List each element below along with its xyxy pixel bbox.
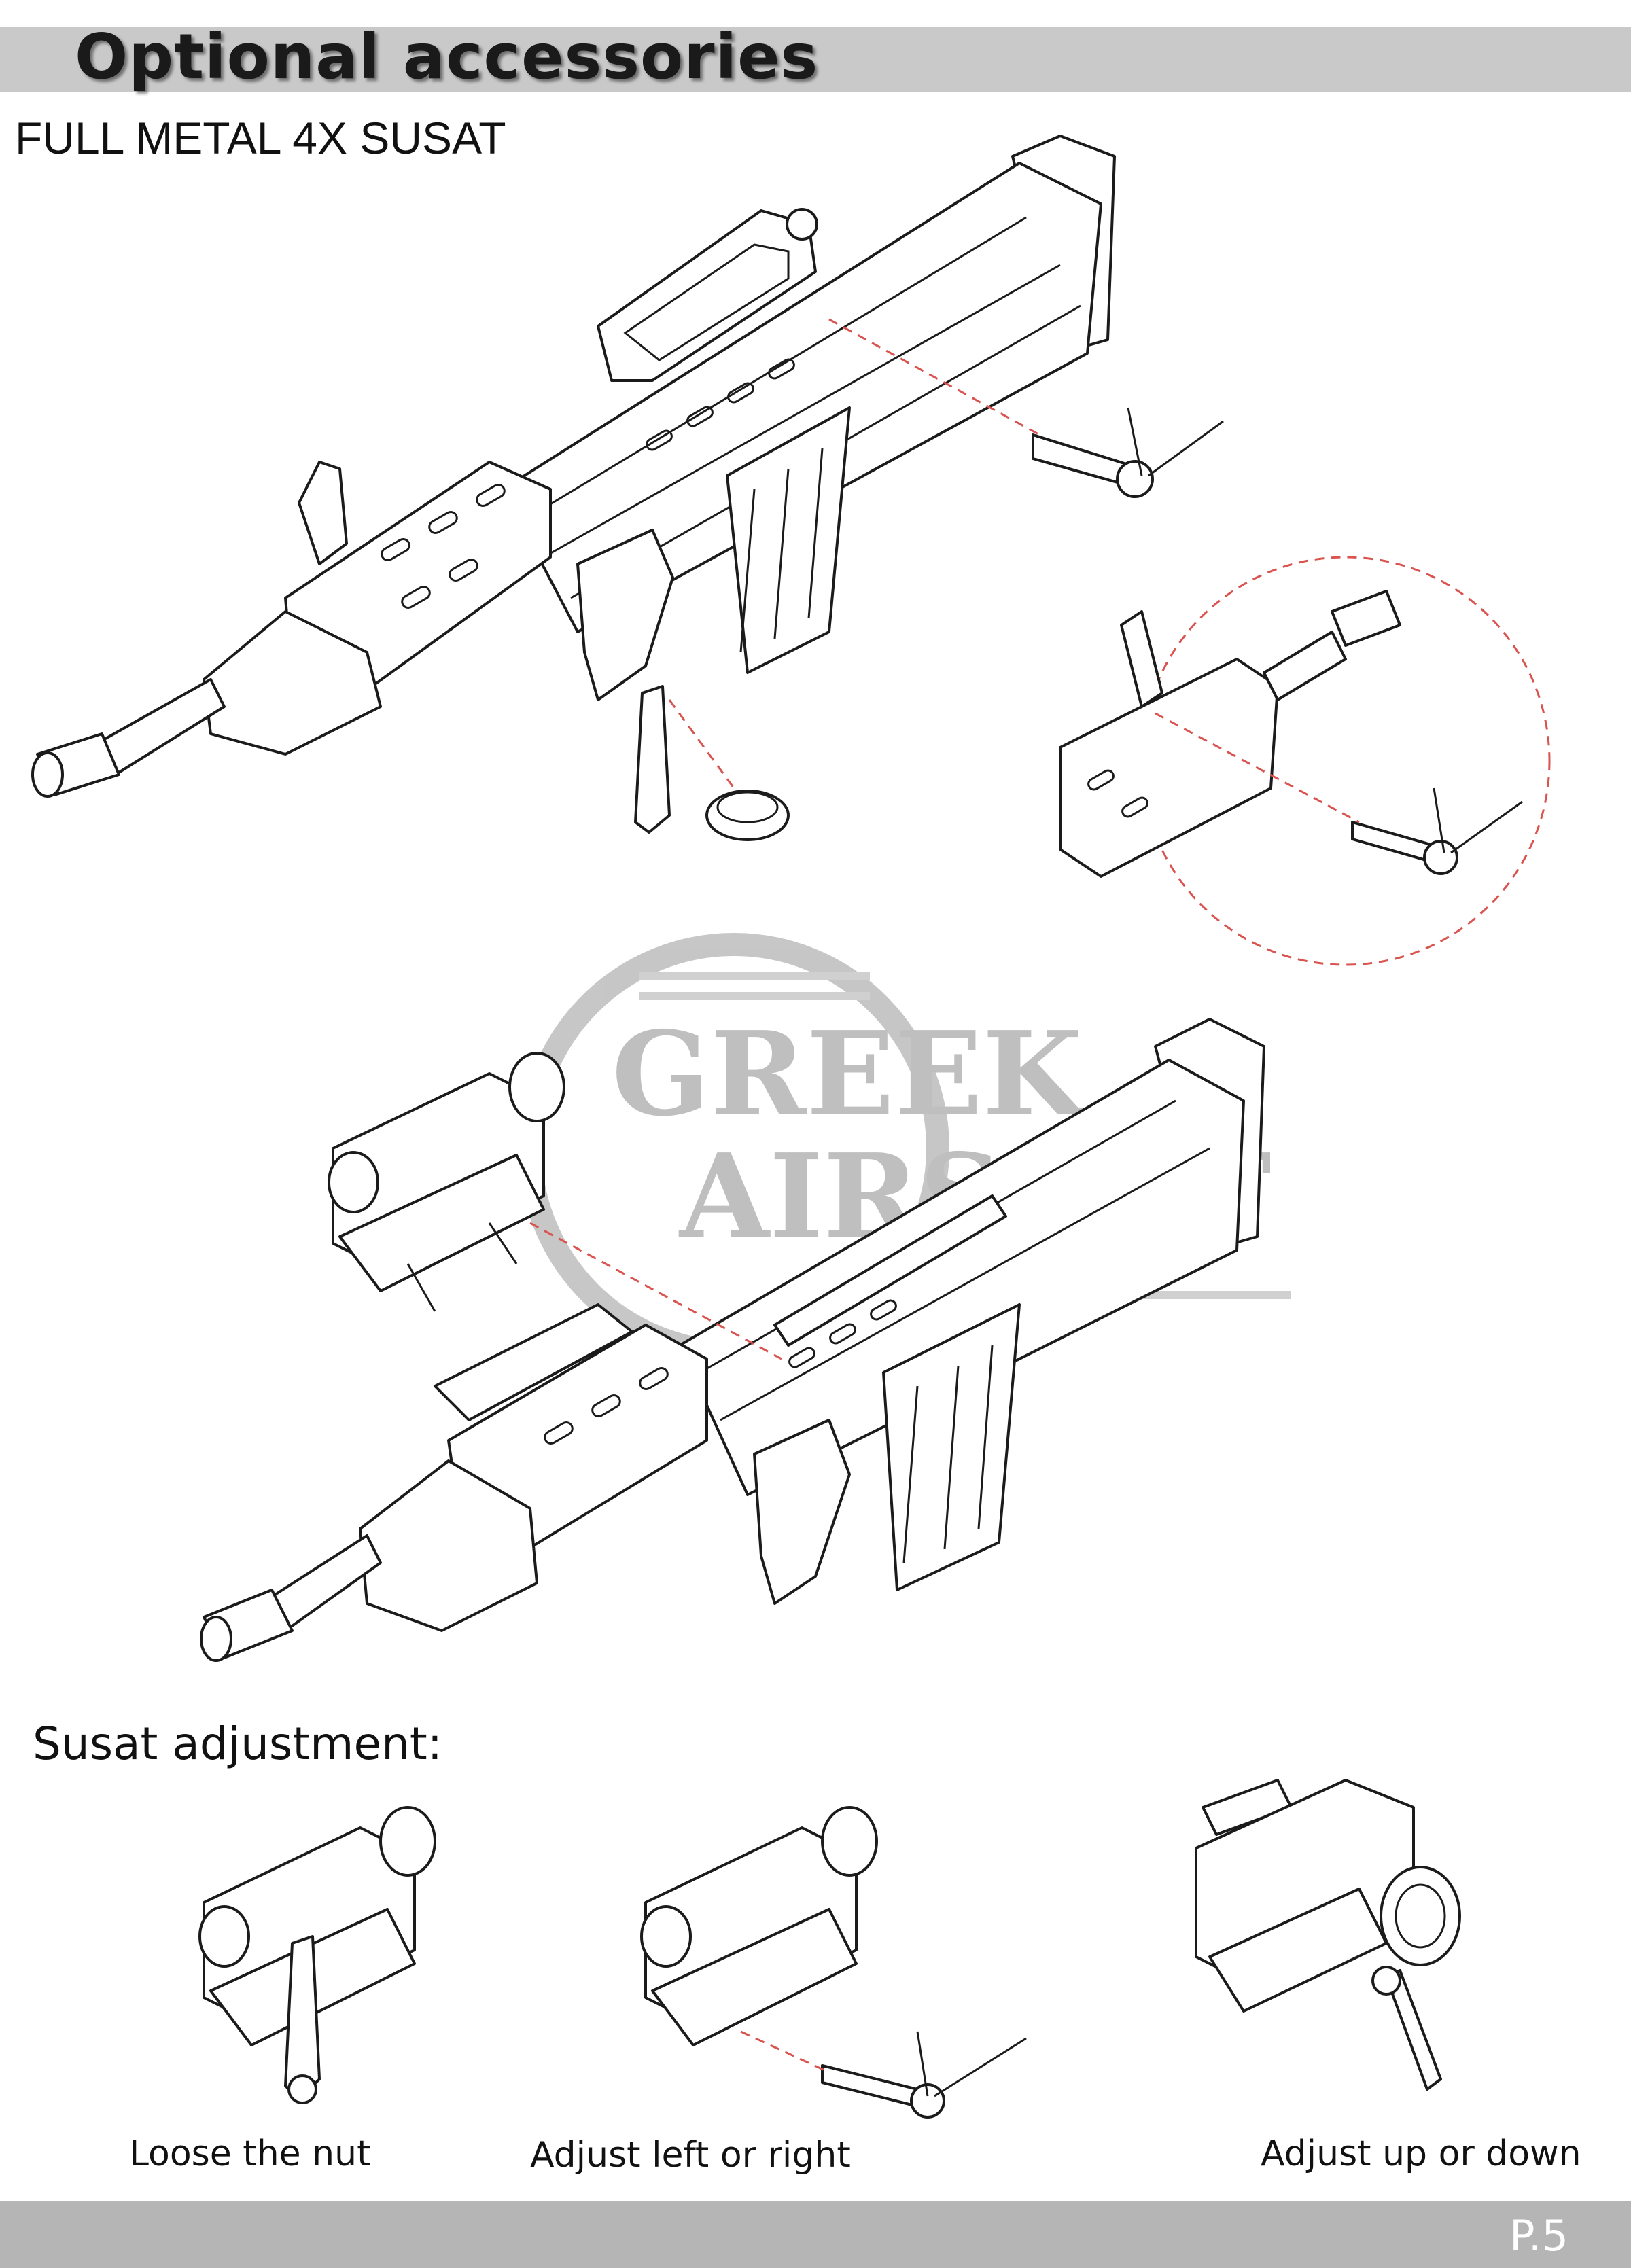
step3-caption: Adjust up or down: [1261, 2133, 1581, 2174]
adjustment-title: Susat adjustment:: [33, 1718, 443, 1770]
page-title: Optional accessories: [75, 20, 819, 93]
step2-caption: Adjust left or right: [530, 2135, 851, 2176]
rifle-diagram-with-susat: [200, 1018, 1265, 1662]
step2-susat-icon: [640, 1806, 1027, 2119]
step1-susat-icon: [198, 1806, 436, 2104]
step1-caption: Loose the nut: [129, 2133, 371, 2174]
watermark-line1: GREEK: [612, 1006, 1087, 1142]
header-bar: Optional accessories: [0, 20, 1631, 93]
section-title: FULL METAL 4X SUSAT: [15, 113, 506, 163]
rifle-diagram-top: [31, 135, 1551, 966]
footer-bar: P.5: [0, 2201, 1631, 2268]
step3-susat-icon: [1195, 1779, 1461, 2091]
susat-scope-icon: [328, 1052, 565, 1312]
page-number: P.5: [1509, 2211, 1568, 2261]
adjustment-key-icon: [1032, 407, 1224, 498]
